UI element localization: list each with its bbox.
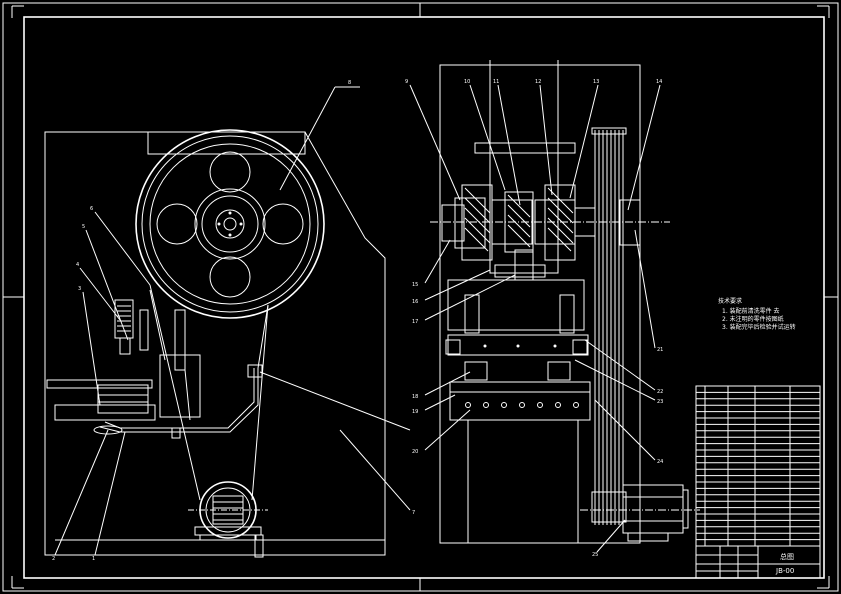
balloon-11: 11 <box>493 79 499 85</box>
left-balloons: 8 6 5 4 3 2 1 7 <box>52 80 415 562</box>
motor-front <box>188 481 268 541</box>
parts-list <box>695 385 821 547</box>
balloon-12: 12 <box>535 79 541 85</box>
notes-title: 技术要求 <box>718 297 742 305</box>
balloon-22: 22 <box>657 389 663 395</box>
balloon-7: 7 <box>412 510 415 516</box>
title-block: 总图 JB-00 <box>695 545 821 579</box>
parts-rows <box>696 391 820 541</box>
balloon-9: 9 <box>405 79 408 85</box>
balloon-3: 3 <box>78 286 81 292</box>
technical-notes: 技术要求 1. 装配前清洗零件 去 2. 未注明的零件按图纸 3. 装配完毕后检… <box>718 297 796 331</box>
balloon-14: 14 <box>656 79 662 85</box>
crank-hatching <box>464 187 574 252</box>
balloon-13: 13 <box>593 79 599 85</box>
balloon-10: 10 <box>464 79 470 85</box>
front-view <box>44 129 386 558</box>
drawing-name: 总图 <box>780 552 794 561</box>
right-balloons: 9 10 11 12 13 14 15 16 17 18 19 20 21 22… <box>405 79 663 558</box>
balloon-20: 20 <box>412 449 418 455</box>
balloon-1: 1 <box>92 556 95 562</box>
balloon-15: 15 <box>412 282 418 288</box>
note-2: 2. 未注明的零件按图纸 <box>722 315 784 323</box>
drawing-number: JB-00 <box>775 567 794 575</box>
balloon-16: 16 <box>412 299 418 305</box>
balloon-23: 23 <box>657 399 663 405</box>
balloon-8: 8 <box>348 80 351 86</box>
note-1: 1. 装配前清洗零件 去 <box>722 307 780 315</box>
balloon-5: 5 <box>82 224 85 230</box>
flywheel <box>135 129 325 319</box>
balloon-17: 17 <box>412 319 418 325</box>
side-view <box>430 60 700 544</box>
balloon-2: 2 <box>52 556 55 562</box>
balloon-4: 4 <box>76 262 79 268</box>
balloon-6: 6 <box>90 206 93 212</box>
note-3: 3. 装配完毕后检验并试运转 <box>722 323 796 331</box>
v-belts <box>591 127 627 525</box>
balloon-18: 18 <box>412 394 418 400</box>
balloon-24: 24 <box>657 459 663 465</box>
balloon-21: 21 <box>657 347 663 353</box>
balloon-25: 25 <box>592 552 598 558</box>
balloon-19: 19 <box>412 409 418 415</box>
motor-side <box>580 484 700 542</box>
